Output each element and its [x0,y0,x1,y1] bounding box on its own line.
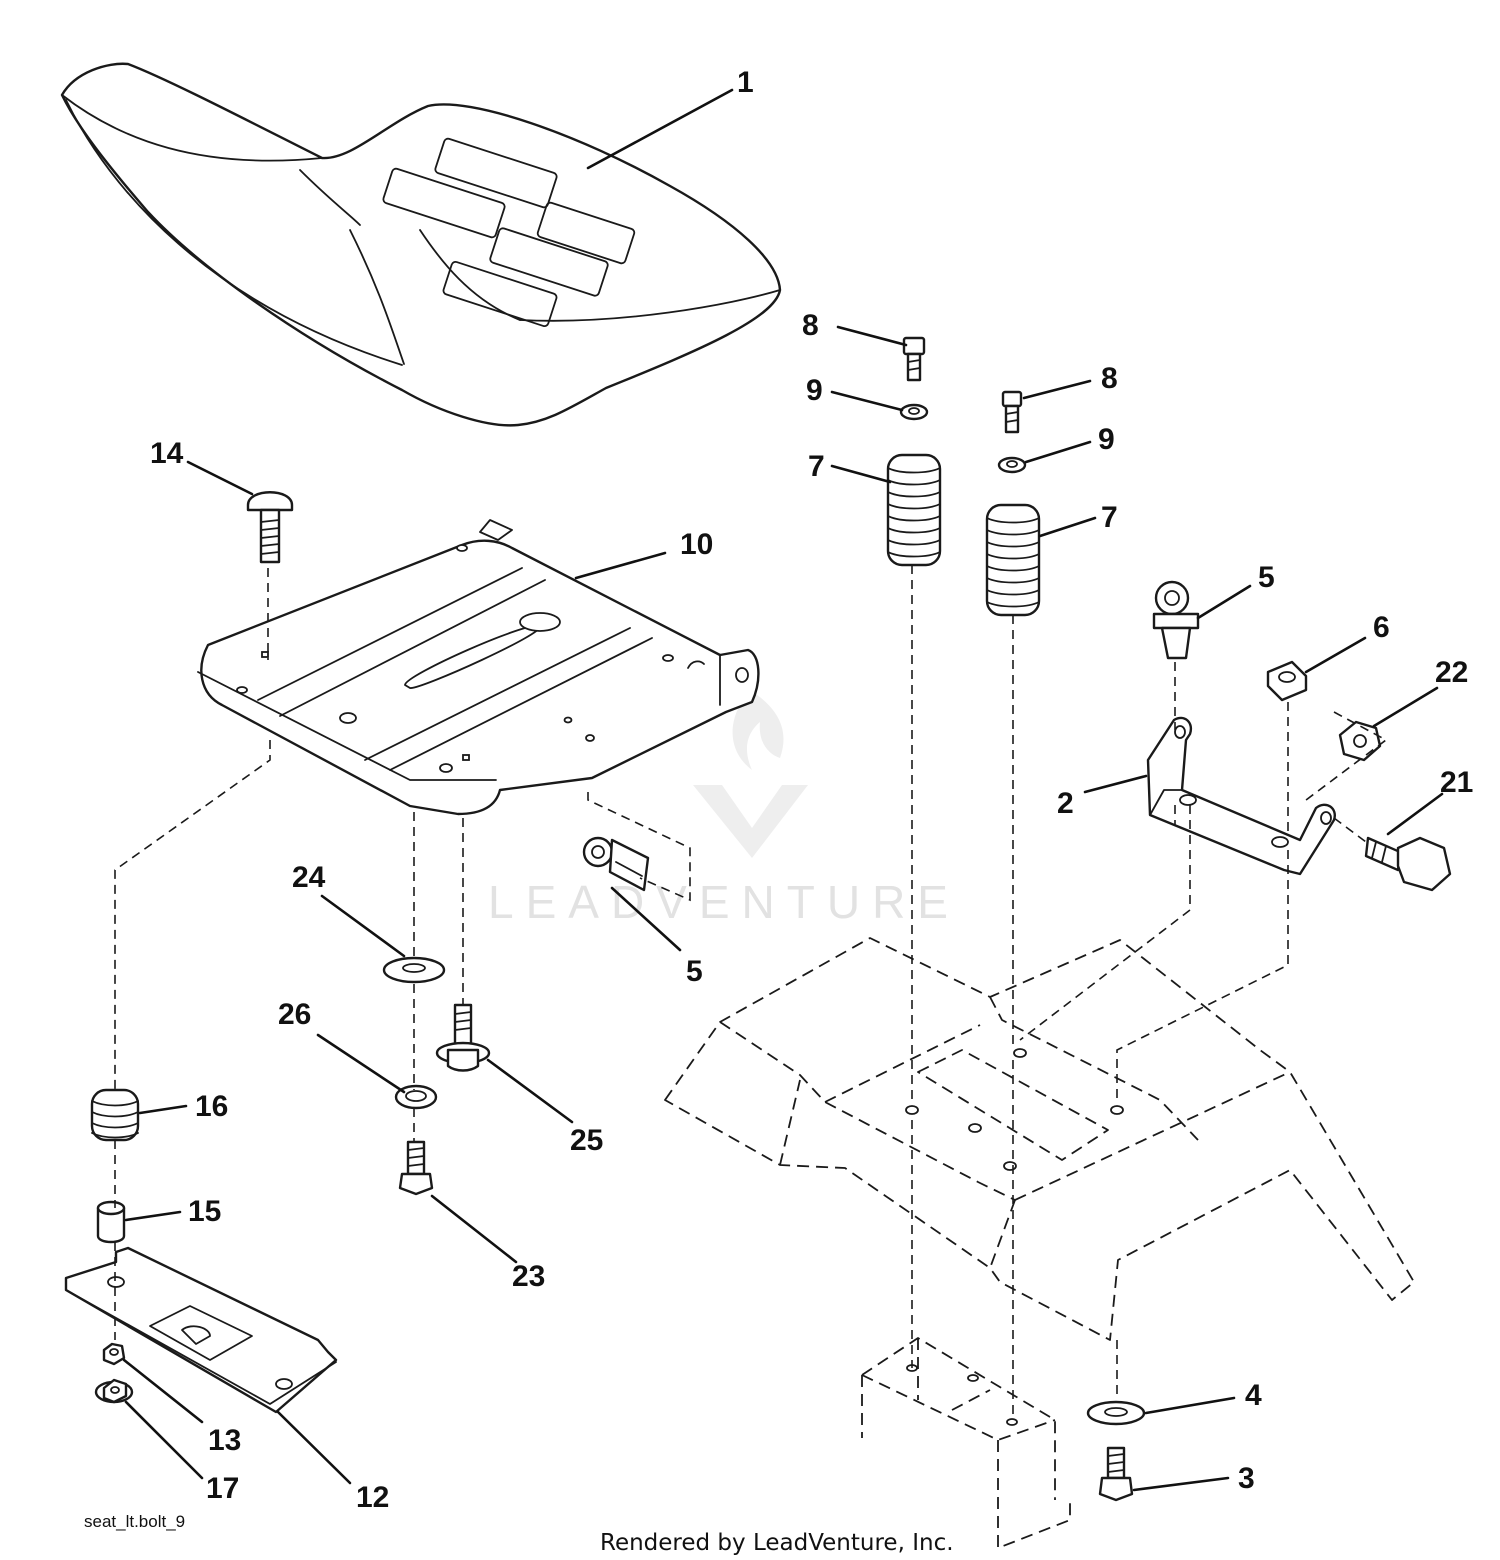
leader-lines [122,88,1444,1492]
washer-4 [1086,1400,1146,1426]
callout-23: 23 [512,1260,545,1293]
callout-7-right: 7 [1101,501,1118,534]
spacer [96,1200,126,1244]
frame-bracket [861,1337,1071,1549]
seat-pan [197,519,760,816]
watermark-text: LEADVENTURE [488,876,960,928]
callout-1: 1 [737,66,754,99]
nut-13 [102,1342,126,1366]
callout-7-left: 7 [808,450,825,483]
carriage-bolt [246,491,294,564]
callout-10: 10 [680,528,713,561]
source-label: seat_lt.bolt_9 [84,1512,185,1531]
frame-holes [905,1048,1124,1426]
spring-bolt-left [902,336,926,382]
assembly-lines [114,565,1388,1420]
callout-17: 17 [206,1472,239,1505]
callout-24: 24 [292,861,326,894]
callout-8-right: 8 [1101,362,1118,395]
callout-16: 16 [195,1090,228,1123]
callout-2: 2 [1057,787,1074,820]
flange-bolt [435,1003,491,1072]
nut-22 [1338,720,1382,762]
spring-right [985,503,1041,617]
callout-9-right: 9 [1098,423,1115,456]
seat-bracket [1146,716,1336,876]
callout-9-left: 9 [806,374,823,407]
spring-bolt-right [1001,390,1023,434]
shoulder-bolt [1364,836,1452,892]
callout-22: 22 [1435,656,1468,689]
callout-15: 15 [188,1195,221,1228]
washer-right-hole [1006,460,1018,468]
callout-12: 12 [356,1481,389,1514]
spring-left [886,453,942,567]
washer-24 [382,956,446,984]
clip-upper [1152,580,1200,660]
clip-lower [582,836,650,892]
spring-16 [90,1088,140,1142]
seat [60,62,782,427]
watermark-logo [693,690,808,858]
callout-5-upper: 5 [1258,561,1275,594]
hex-bolt-3 [1098,1446,1134,1502]
callout-25: 25 [570,1124,603,1157]
footer-credit: Rendered by LeadVenture, Inc. [600,1530,954,1556]
mounting-plate [64,1246,338,1414]
callout-26: 26 [278,998,311,1031]
callout-14: 14 [150,437,184,470]
flange-nut [94,1378,134,1404]
callout-21: 21 [1440,766,1473,799]
callout-3: 3 [1238,1462,1255,1495]
callout-6: 6 [1373,611,1390,644]
washer-left-hole [908,407,920,415]
callout-13: 13 [208,1424,241,1457]
callout-5-lower: 5 [686,955,703,988]
nut-6 [1266,660,1308,702]
lock-washer [394,1084,438,1110]
hex-bolt-23 [398,1140,434,1196]
fender-frame [664,937,1415,1341]
callout-8-left: 8 [802,309,819,342]
callout-4: 4 [1245,1379,1262,1412]
